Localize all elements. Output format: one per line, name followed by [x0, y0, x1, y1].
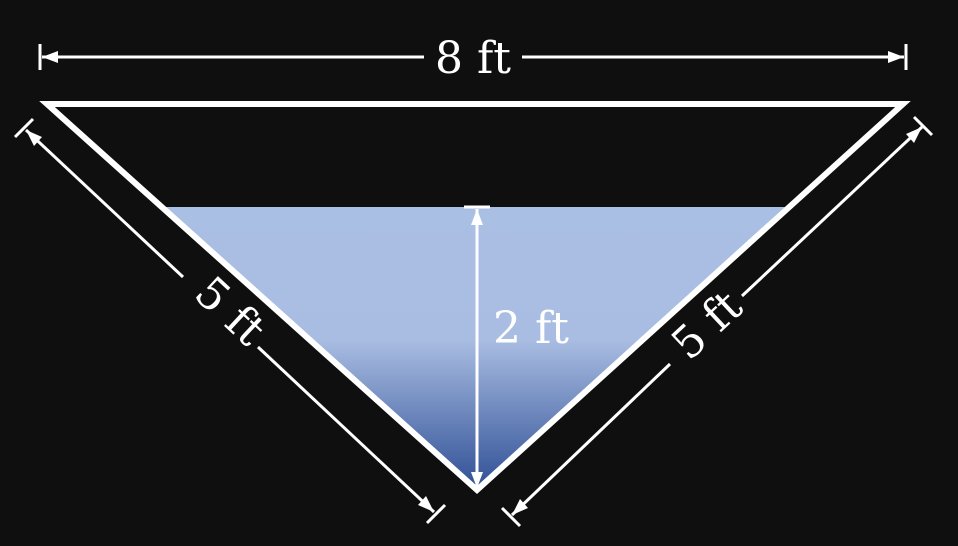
water-fill — [165, 207, 785, 490]
right-side-dimension — [500, 115, 934, 528]
trough-outline — [39, 101, 911, 495]
water-depth-dimension — [464, 205, 490, 488]
top-width-dimension — [38, 44, 908, 70]
left-side-dimension — [13, 117, 447, 525]
top-width-label: 8 ft — [435, 33, 511, 84]
water-depth-label: 2 ft — [493, 303, 569, 354]
